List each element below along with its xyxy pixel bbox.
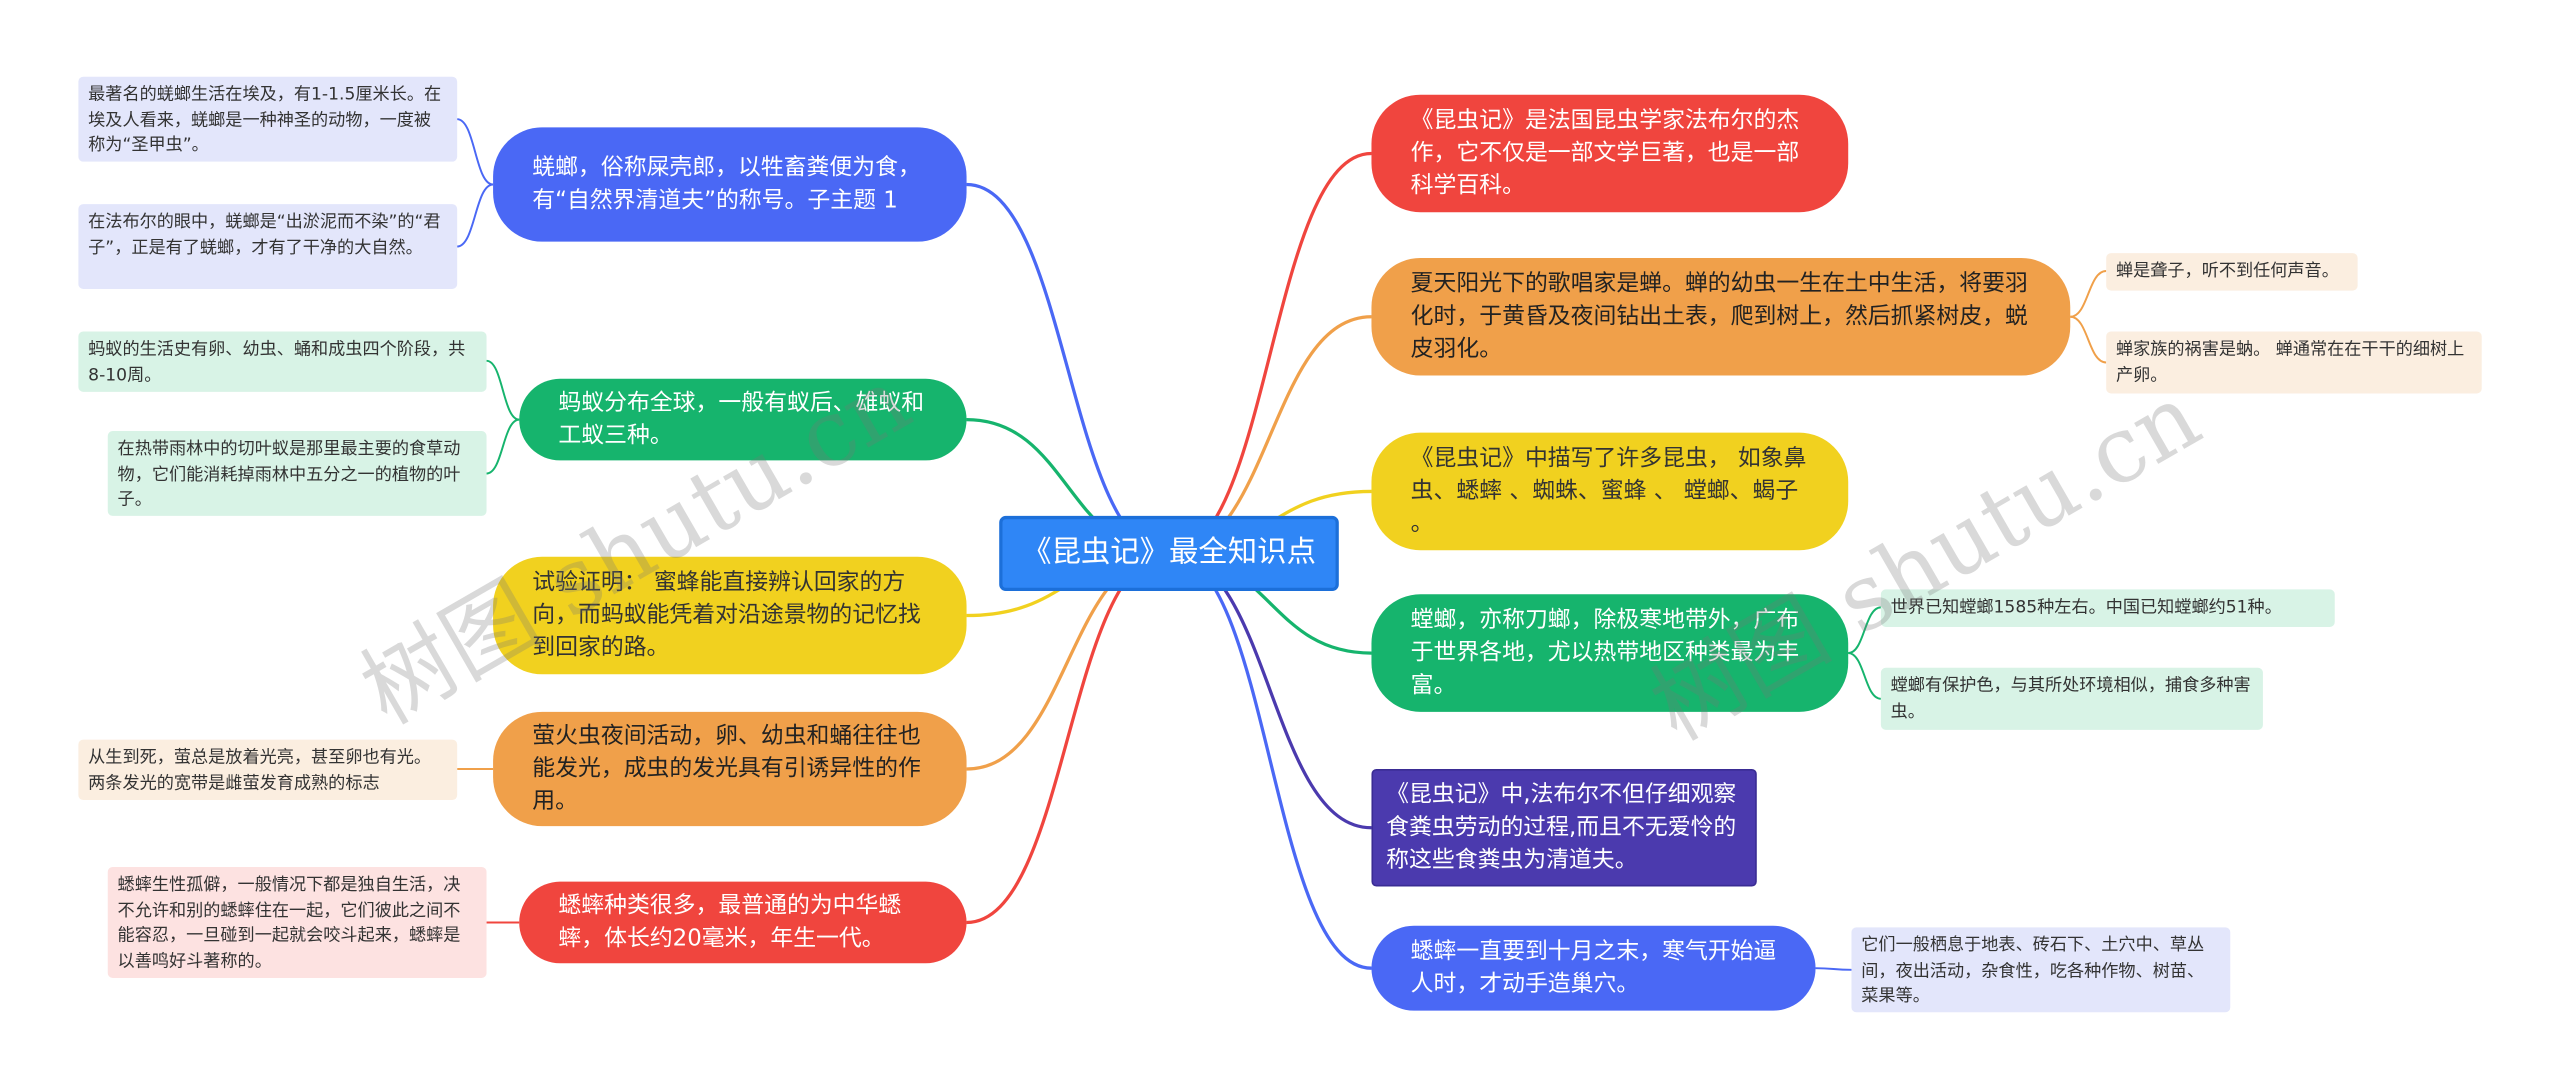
link-cricket xyxy=(966,551,1170,925)
topic-scavenger-observation-text: 《昆虫记》中,法布尔不但仔细观察食粪虫劳动的过程,而且不无爱怜的称这些食粪虫为清… xyxy=(1386,782,1737,874)
link-leaf-gentleman xyxy=(456,183,494,248)
center-topic[interactable]: 《昆虫记》最全知识点 xyxy=(999,515,1339,592)
leaf-dung-beetle-egypt[interactable]: 最著名的蜣螂生活在埃及，有1-1.5厘米长。在埃及人看来，蜣螂是一种神圣的动物，… xyxy=(78,76,458,162)
leaf-mantis-camouflage[interactable]: 螳螂有保护色，与其所处环境相似，捕食多种害虫。 xyxy=(1880,667,2263,730)
topic-mantis[interactable]: 螳螂，亦称刀螂，除极寒地带外，广布于世界各地，尤以热带地区种类最为丰富。 xyxy=(1371,594,1849,712)
leaf-cricket-solitary[interactable]: 蟋蟀生性孤僻，一般情况下都是独自生活，决不允许和别的蟋蟀住在一起，它们彼此之间不… xyxy=(107,866,487,978)
leaf-dung-beetle-gentleman[interactable]: 在法布尔的眼中，蜣螂是“出淤泥而不染”的“君子”，正是有了蜣螂，才有了干净的大自… xyxy=(78,204,458,289)
topic-cricket-nest-text: 蟋蟀一直要到十月之末，寒气开始逼人时，才动手造巢穴。 xyxy=(1410,938,1777,998)
leaf-cicada-enemy[interactable]: 蝉家族的祸害是蚋。 蝉通常在在干干的细树上产卵。 xyxy=(2106,331,2482,394)
topic-cricket-text: 蟋蟀种类很多，最普通的为中华蟋蟀，体长约20毫米，年生一代。 xyxy=(558,893,902,952)
topic-insects-described[interactable]: 《昆虫记》中描写了许多昆虫， 如象鼻虫、蟋蟀 、蜘蛛、蜜蜂 、 螳螂、蝎子 。 xyxy=(1371,432,1849,551)
topic-cricket-nest[interactable]: 蟋蟀一直要到十月之末，寒气开始逼人时，才动手造巢穴。 xyxy=(1371,925,1816,1011)
topic-ants-text: 蚂蚁分布全球，一般有蚁后、雄蚁和工蚁三种。 xyxy=(558,390,925,449)
link-leaf-ant-life xyxy=(486,359,520,421)
topic-bee-ant-experiment-text: 试验证明： 蜜蜂能直接辨认回家的方向，而蚂蚁能凭着对沿途景物的记忆找到回家的路。 xyxy=(532,569,921,662)
topic-ants[interactable]: 蚂蚁分布全球，一般有蚁后、雄蚁和工蚁三种。 xyxy=(519,378,967,461)
topic-dung-beetle-text: 蜣螂，俗称屎壳郎，以牲畜粪便为食，有“自然界清道夫”的称号。子主题 1 xyxy=(532,155,921,214)
topic-firefly[interactable]: 萤火虫夜间活动，卵、幼虫和蛹往往也能发光，成虫的发光具有引诱异性的作用。 xyxy=(493,711,967,827)
leaf-cricket-habitat[interactable]: 它们一般栖息于地表、砖石下、土穴中、草丛间，夜出活动，杂食性，吃各种作物、树苗、… xyxy=(1851,927,2231,1013)
leaf-leafcutter-ant[interactable]: 在热带雨林中的切叶蚁是那里最主要的食草动物，它们能消耗掉雨林中五分之一的植物的叶… xyxy=(107,431,487,516)
topic-firefly-text: 萤火虫夜间活动，卵、幼虫和蛹往往也能发光，成虫的发光具有引诱异性的作用。 xyxy=(532,723,921,815)
topic-mantis-text: 螳螂，亦称刀螂，除极寒地带外，广布于世界各地，尤以热带地区种类最为丰富。 xyxy=(1410,607,1800,699)
leaf-mantis-species[interactable]: 世界已知螳螂1585种左右。中国已知螳螂约51种。 xyxy=(1880,589,2335,627)
topic-cicada-text: 夏天阳光下的歌唱家是蝉。蝉的幼虫一生在土中生活，将要羽化时，于黄昏及夜间钻出土表… xyxy=(1410,271,2028,363)
link-leaf-cicada-enemy xyxy=(2070,315,2107,364)
link-leaf-cicada-deaf xyxy=(2070,270,2107,318)
topic-fabre-masterpiece-text: 《昆虫记》是法国昆虫学家法布尔的杰作，它不仅是一部文学巨著，也是一部科学百科。 xyxy=(1410,107,1800,200)
topic-insects-described-text: 《昆虫记》中描写了许多昆虫， 如象鼻虫、蟋蟀 、蜘蛛、蜜蜂 、 螳螂、蝎子 。 xyxy=(1410,445,1807,538)
topic-cricket[interactable]: 蟋蟀种类很多，最普通的为中华蟋蟀，体长约20毫米，年生一代。 xyxy=(519,881,967,964)
topic-dung-beetle[interactable]: 蜣螂，俗称屎壳郎，以牲畜粪便为食，有“自然界清道夫”的称号。子主题 1 xyxy=(493,127,967,242)
link-cricket-nest xyxy=(1169,551,1372,970)
topic-bee-ant-experiment[interactable]: 试验证明： 蜜蜂能直接辨认回家的方向，而蚂蚁能凭着对沿途景物的记忆找到回家的路。 xyxy=(493,556,967,675)
leaf-firefly-light[interactable]: 从生到死，萤总是放着光亮，甚至卵也有光。两条发光的宽带是雌萤发育成熟的标志 xyxy=(78,739,458,801)
link-leaf-egypt xyxy=(456,118,494,186)
leaf-ant-lifecycle[interactable]: 蚂蚁的生活史有卵、幼虫、蛹和成虫四个阶段，共8-10周。 xyxy=(78,331,487,392)
link-scavenger xyxy=(1169,551,1372,830)
topic-fabre-masterpiece[interactable]: 《昆虫记》是法国昆虫学家法布尔的杰作，它不仅是一部文学巨著，也是一部科学百科。 xyxy=(1371,94,1849,213)
link-dung-beetle xyxy=(966,182,1170,556)
link-leaf-cricket-habitat xyxy=(1815,967,1852,971)
topic-cicada[interactable]: 夏天阳光下的歌唱家是蝉。蝉的幼虫一生在土中生活，将要羽化时，于黄昏及夜间钻出土表… xyxy=(1371,257,2071,376)
link-leaf-leafcutter xyxy=(486,418,520,475)
link-leaf-mantis-species xyxy=(1847,606,1882,655)
topic-scavenger-observation[interactable]: 《昆虫记》中,法布尔不但仔细观察食粪虫劳动的过程,而且不无爱怜的称这些食粪虫为清… xyxy=(1371,769,1757,887)
link-leaf-mantis-camo xyxy=(1847,652,1882,700)
leaf-cicada-deaf[interactable]: 蝉是聋子，听不到任何声音。 xyxy=(2106,253,2358,291)
